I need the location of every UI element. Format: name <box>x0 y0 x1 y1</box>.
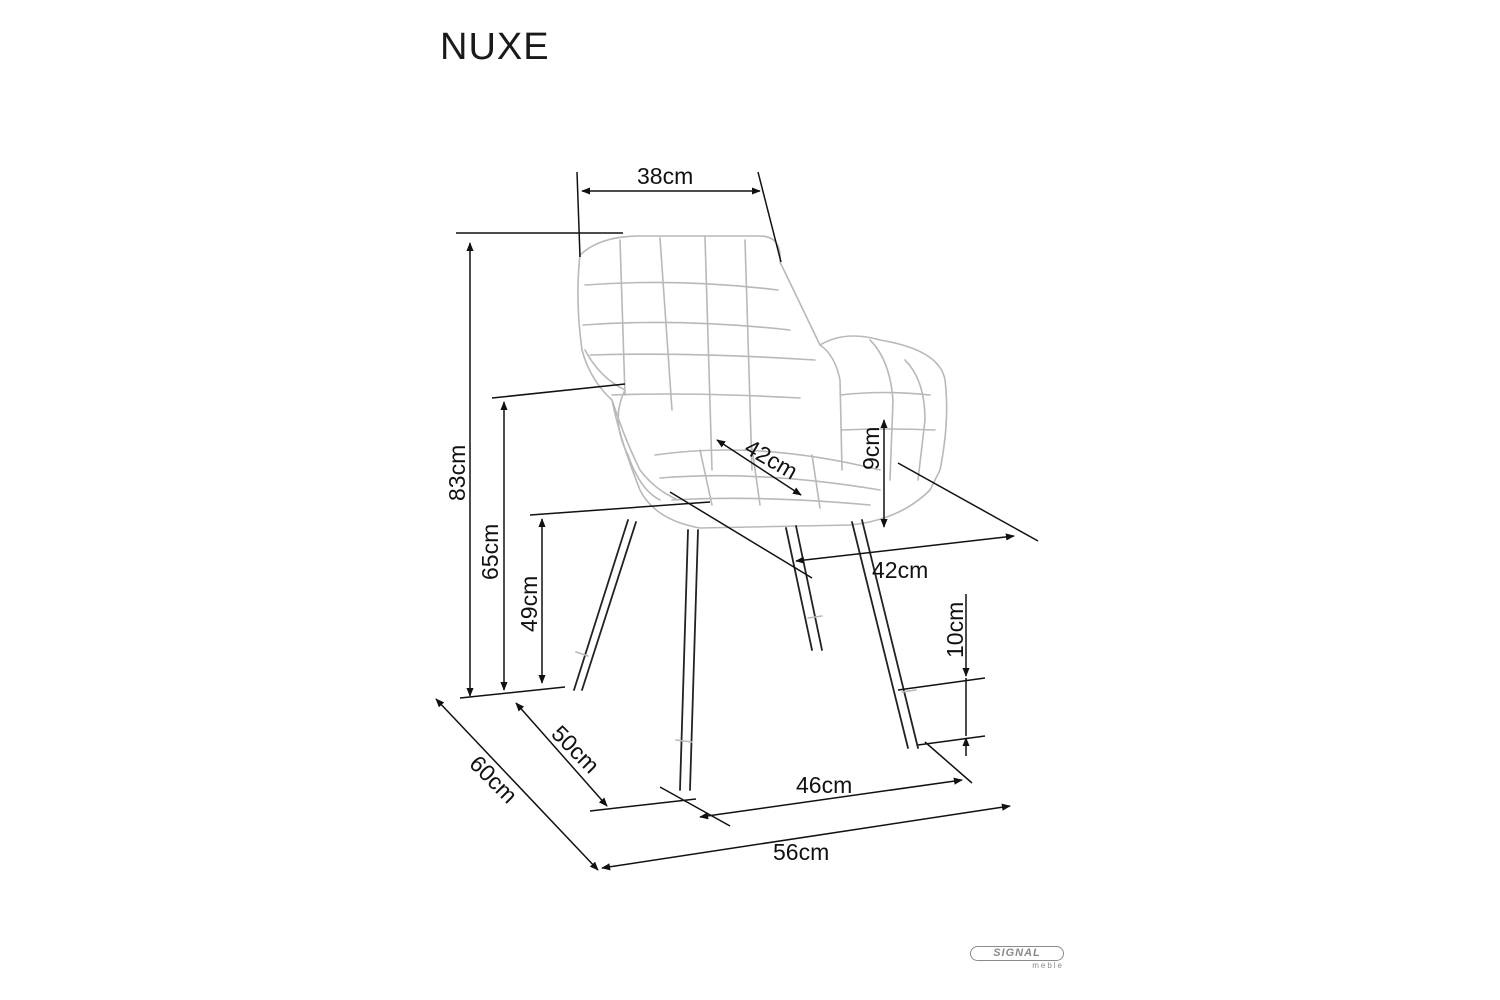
label-armrest-above-seat: 9cm <box>858 427 884 470</box>
product-title: NUXE <box>440 26 550 68</box>
logo-subtitle: meble <box>1032 961 1064 970</box>
label-armrest-height: 65cm <box>477 524 503 580</box>
label-total-width: 56cm <box>773 839 829 865</box>
chair-sketch <box>573 235 948 791</box>
label-seat-height: 49cm <box>516 576 542 632</box>
dimension-lines <box>435 171 1039 871</box>
brand-logo: SIGNAL meble <box>970 946 1066 972</box>
label-total-height: 83cm <box>444 445 470 501</box>
label-leg-width: 46cm <box>796 772 852 798</box>
label-seat-width: 42cm <box>872 557 928 583</box>
logo-wordmark: SIGNAL <box>970 946 1064 961</box>
label-leg-cap: 10cm <box>942 602 968 658</box>
label-backrest-width: 38cm <box>637 163 693 189</box>
